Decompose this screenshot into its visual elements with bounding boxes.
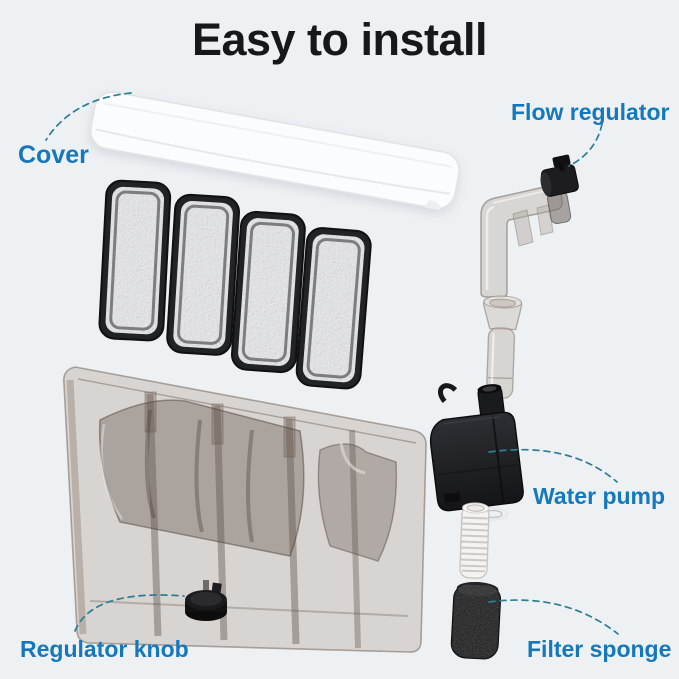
regulator-knob-graphic: [185, 580, 227, 621]
leader-filter-sponge: [488, 599, 619, 635]
leader-cover: [45, 92, 132, 141]
page-title: Easy to install: [191, 14, 488, 65]
intake-strainer-graphic: [459, 502, 490, 579]
water-pump-graphic: [429, 383, 524, 521]
leader-water-pump: [488, 448, 618, 483]
filter-sponge-graphic: [450, 581, 502, 660]
label-water-pump: Water pump: [533, 483, 666, 509]
filter-cartridges-graphic: [99, 180, 372, 390]
leader-lines: [45, 92, 619, 635]
leader-regulator-knob: [74, 594, 185, 632]
filter-box-graphic: [62, 366, 427, 653]
label-cover: Cover: [18, 141, 89, 169]
label-flow-regulator: Flow regulator: [511, 99, 670, 125]
leader-flow-regulator: [568, 123, 603, 167]
connector-tube-graphic: [482, 295, 523, 399]
label-filter-sponge: Filter sponge: [527, 636, 672, 662]
label-regulator-knob: Regulator knob: [20, 636, 189, 662]
flow-regulator-graphic: [480, 154, 579, 298]
lid-cover-graphic: [89, 91, 460, 211]
